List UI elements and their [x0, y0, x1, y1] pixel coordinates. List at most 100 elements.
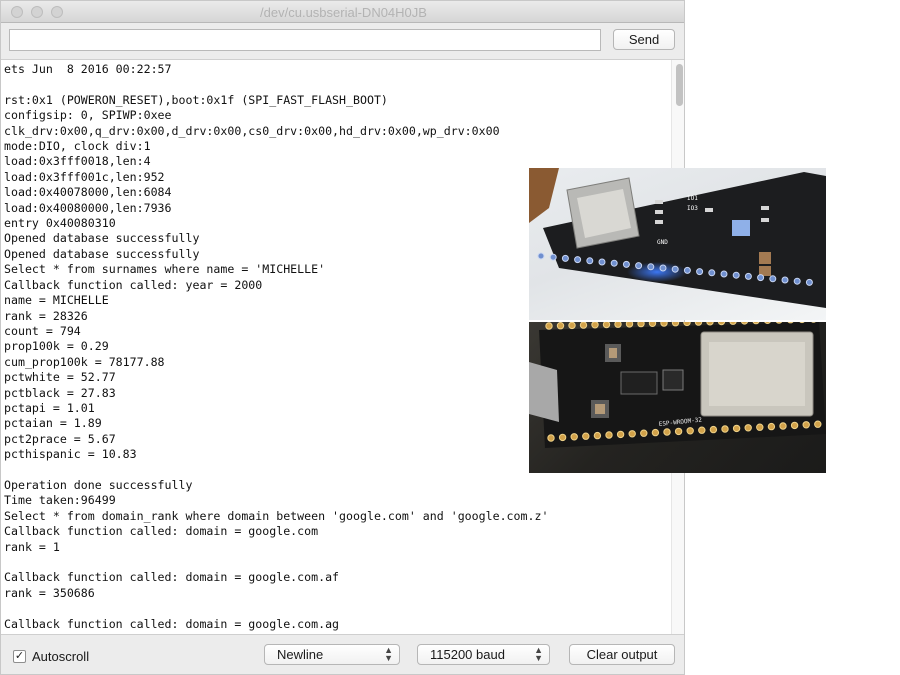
- zoom-window-icon[interactable]: [51, 6, 63, 18]
- header-pin: [721, 425, 729, 433]
- title-bar[interactable]: /dev/cu.usbserial-DN04H0JB: [1, 1, 684, 23]
- close-window-icon[interactable]: [11, 6, 23, 18]
- send-input[interactable]: [9, 29, 601, 51]
- board-label-io1: IO1: [687, 195, 698, 202]
- board-label-gnd: GND: [657, 239, 668, 246]
- header-pin: [616, 430, 625, 439]
- header-pin: [648, 322, 657, 327]
- board-photo-top: IO1 IO3 GND: [529, 168, 826, 320]
- header-pin: [558, 433, 567, 442]
- header-pin: [561, 254, 569, 262]
- header-pin: [610, 259, 618, 267]
- board-top-illustration: IO1 IO3 GND: [529, 168, 826, 308]
- header-pin: [696, 268, 704, 276]
- header-pin: [732, 424, 741, 433]
- header-pin: [683, 266, 691, 274]
- header-pin: [720, 270, 728, 278]
- header-pin: [757, 274, 765, 282]
- baud-rate-value: 115200 baud: [430, 647, 505, 662]
- header-pin: [781, 276, 789, 284]
- header-pin: [686, 427, 694, 435]
- header-pin: [764, 322, 771, 324]
- board-bottom-illustration: ESP-WROOM-32: [529, 322, 826, 448]
- header-pin: [605, 431, 613, 439]
- autoscroll-toggle[interactable]: ✓ Autoscroll: [13, 649, 89, 664]
- header-pin: [591, 322, 599, 329]
- header-pin: [767, 422, 776, 431]
- line-ending-select[interactable]: Newline ▲▼: [264, 644, 400, 665]
- checkmark-icon: ✓: [14, 650, 25, 662]
- header-pin: [647, 263, 655, 271]
- header-pin: [790, 421, 799, 430]
- minimize-window-icon[interactable]: [31, 6, 43, 18]
- header-pin: [640, 429, 648, 437]
- header-pin: [708, 269, 716, 277]
- header-pin: [744, 272, 752, 280]
- header-pin: [602, 322, 611, 329]
- header-pin: [756, 423, 764, 431]
- send-button[interactable]: Send: [613, 29, 675, 50]
- header-pin: [568, 322, 576, 330]
- module-label: ESP-WROOM-32: [658, 416, 702, 428]
- header-pin: [660, 322, 668, 327]
- header-pin: [775, 322, 783, 324]
- header-pin: [793, 277, 801, 285]
- header-pin: [769, 275, 777, 283]
- clear-output-button[interactable]: Clear output: [569, 644, 675, 665]
- header-pin: [729, 322, 737, 325]
- scrollbar-thumb[interactable]: [676, 64, 683, 106]
- header-pin: [659, 264, 667, 272]
- autoscroll-label: Autoscroll: [32, 649, 90, 664]
- header-pin: [593, 431, 602, 440]
- header-pins-row: [545, 322, 822, 442]
- header-pin: [586, 257, 594, 265]
- header-pin: [671, 265, 679, 273]
- header-pin: [570, 433, 578, 441]
- window-title: /dev/cu.usbserial-DN04H0JB: [260, 5, 427, 20]
- line-ending-value: Newline: [277, 647, 324, 662]
- header-pin: [663, 428, 671, 436]
- header-pin: [752, 322, 760, 325]
- header-pin: [628, 430, 636, 438]
- header-pin: [574, 256, 582, 264]
- header-pin: [683, 322, 691, 327]
- select-arrows-icon: ▲▼: [534, 645, 543, 663]
- header-pin: [651, 428, 660, 437]
- header-pin: [805, 278, 813, 286]
- header-pin: [547, 434, 555, 442]
- header-pin: [625, 322, 634, 328]
- header-pin: [671, 322, 680, 327]
- board-photo-bottom: ESP-WROOM-32: [529, 322, 826, 473]
- header-pin: [802, 421, 810, 429]
- header-pin: [717, 322, 726, 326]
- header-pin: [732, 271, 740, 279]
- board-label-io3: IO3: [687, 205, 698, 212]
- header-pin: [779, 422, 787, 430]
- autoscroll-checkbox[interactable]: ✓: [13, 650, 26, 663]
- header-pin: [579, 322, 588, 329]
- serial-output-text: ets Jun 8 2016 00:22:57 rst:0x1 (POWERON…: [4, 62, 549, 631]
- header-pin: [744, 424, 752, 432]
- header-pin: [622, 260, 630, 268]
- header-pin: [706, 322, 714, 326]
- header-pin: [799, 322, 805, 324]
- header-pin: [598, 258, 606, 266]
- window-controls: [11, 6, 63, 18]
- select-arrows-icon: ▲▼: [384, 645, 393, 663]
- header-pin: [674, 427, 683, 436]
- header-pin: [614, 322, 622, 328]
- header-pin: [709, 425, 718, 434]
- header-pin: [740, 322, 749, 325]
- header-pin: [787, 322, 794, 324]
- header-pin: [545, 322, 553, 330]
- header-pin: [556, 322, 565, 330]
- header-pin: [549, 253, 557, 261]
- header-pin: [637, 322, 645, 328]
- header-pin: [582, 432, 590, 440]
- baud-rate-select[interactable]: 115200 baud ▲▼: [417, 644, 550, 665]
- header-pin: [698, 426, 706, 434]
- header-pin: [694, 322, 703, 326]
- header-pin: [537, 252, 545, 260]
- header-pins-row: [537, 252, 813, 286]
- header-pin: [814, 420, 822, 428]
